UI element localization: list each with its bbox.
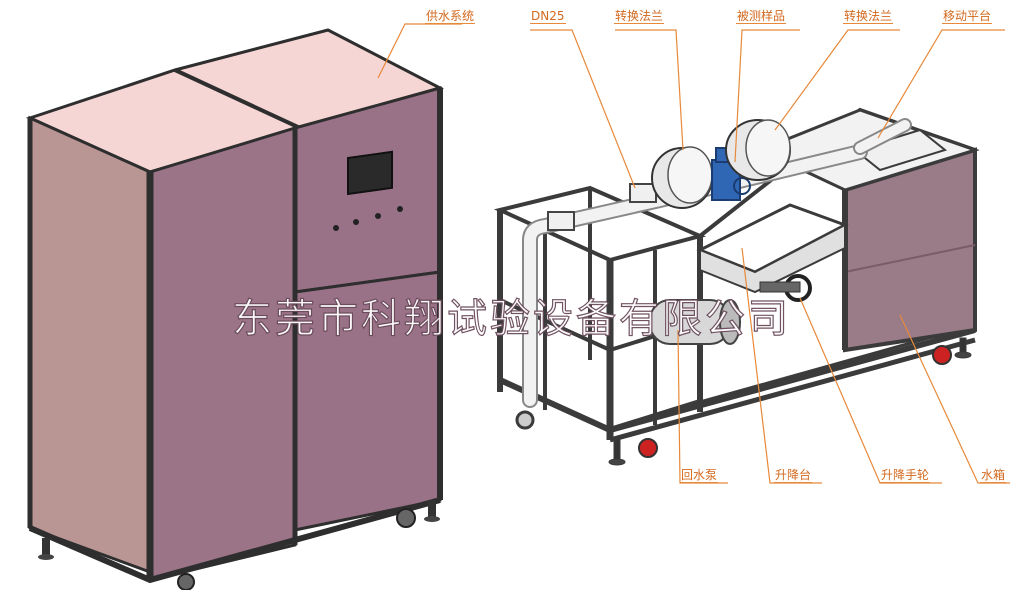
lift-handwheel <box>759 274 812 302</box>
caster-wheel <box>177 573 195 591</box>
control-button <box>333 225 339 231</box>
mobile-platform <box>852 128 948 172</box>
label-water-supply: 供水系统 <box>425 9 476 24</box>
cabinet-front-door-left <box>148 125 297 582</box>
label-mobile-platform: 移动平台 <box>942 9 993 24</box>
test-rig <box>493 107 980 466</box>
company-watermark: 东莞市科翔试验设备有限公司 <box>231 295 791 342</box>
label-flange-left: 转换法兰 <box>614 9 665 24</box>
label-dn25: DN25 <box>530 9 566 24</box>
flange-left <box>651 146 713 209</box>
control-button <box>397 206 403 212</box>
label-flange-right: 转换法兰 <box>843 9 894 24</box>
touch-screen <box>347 150 393 196</box>
dn25-pipe <box>522 118 912 408</box>
label-lift-handwheel: 升降手轮 <box>880 468 931 483</box>
label-sample: 被测样品 <box>736 9 787 24</box>
caster-wheel <box>396 508 416 528</box>
control-button <box>375 213 381 219</box>
water-supply-cabinet <box>25 28 445 591</box>
label-return-pump: 回水泵 <box>680 468 719 483</box>
label-water-tank: 水箱 <box>980 468 1007 483</box>
leader-lines <box>377 23 1010 484</box>
return-pump <box>649 299 741 345</box>
control-button <box>353 219 359 225</box>
cabinet-left-panel <box>28 115 152 575</box>
flange-right <box>725 119 791 181</box>
label-lift-table: 升降台 <box>774 468 813 483</box>
